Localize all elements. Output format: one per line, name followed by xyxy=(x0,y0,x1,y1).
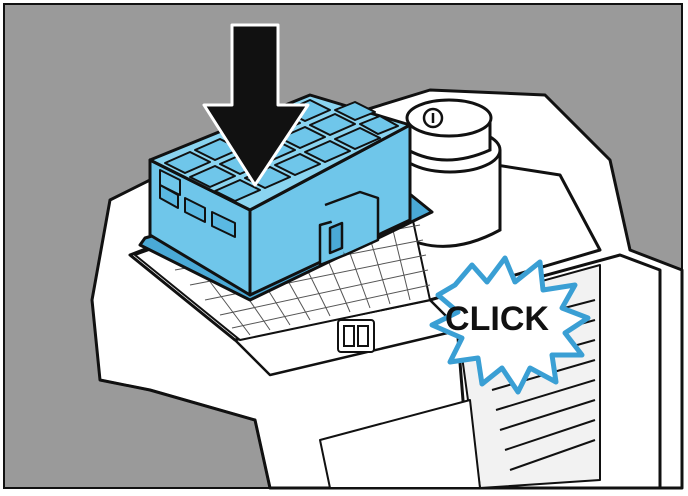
down-arrow-icon xyxy=(202,23,310,187)
lock-icon xyxy=(422,107,444,129)
lock-cap xyxy=(398,98,502,248)
starburst-icon: CLICK xyxy=(429,255,591,395)
mesh-tab xyxy=(337,319,375,353)
filter-clip xyxy=(318,190,380,267)
callout-text: CLICK xyxy=(445,300,549,338)
